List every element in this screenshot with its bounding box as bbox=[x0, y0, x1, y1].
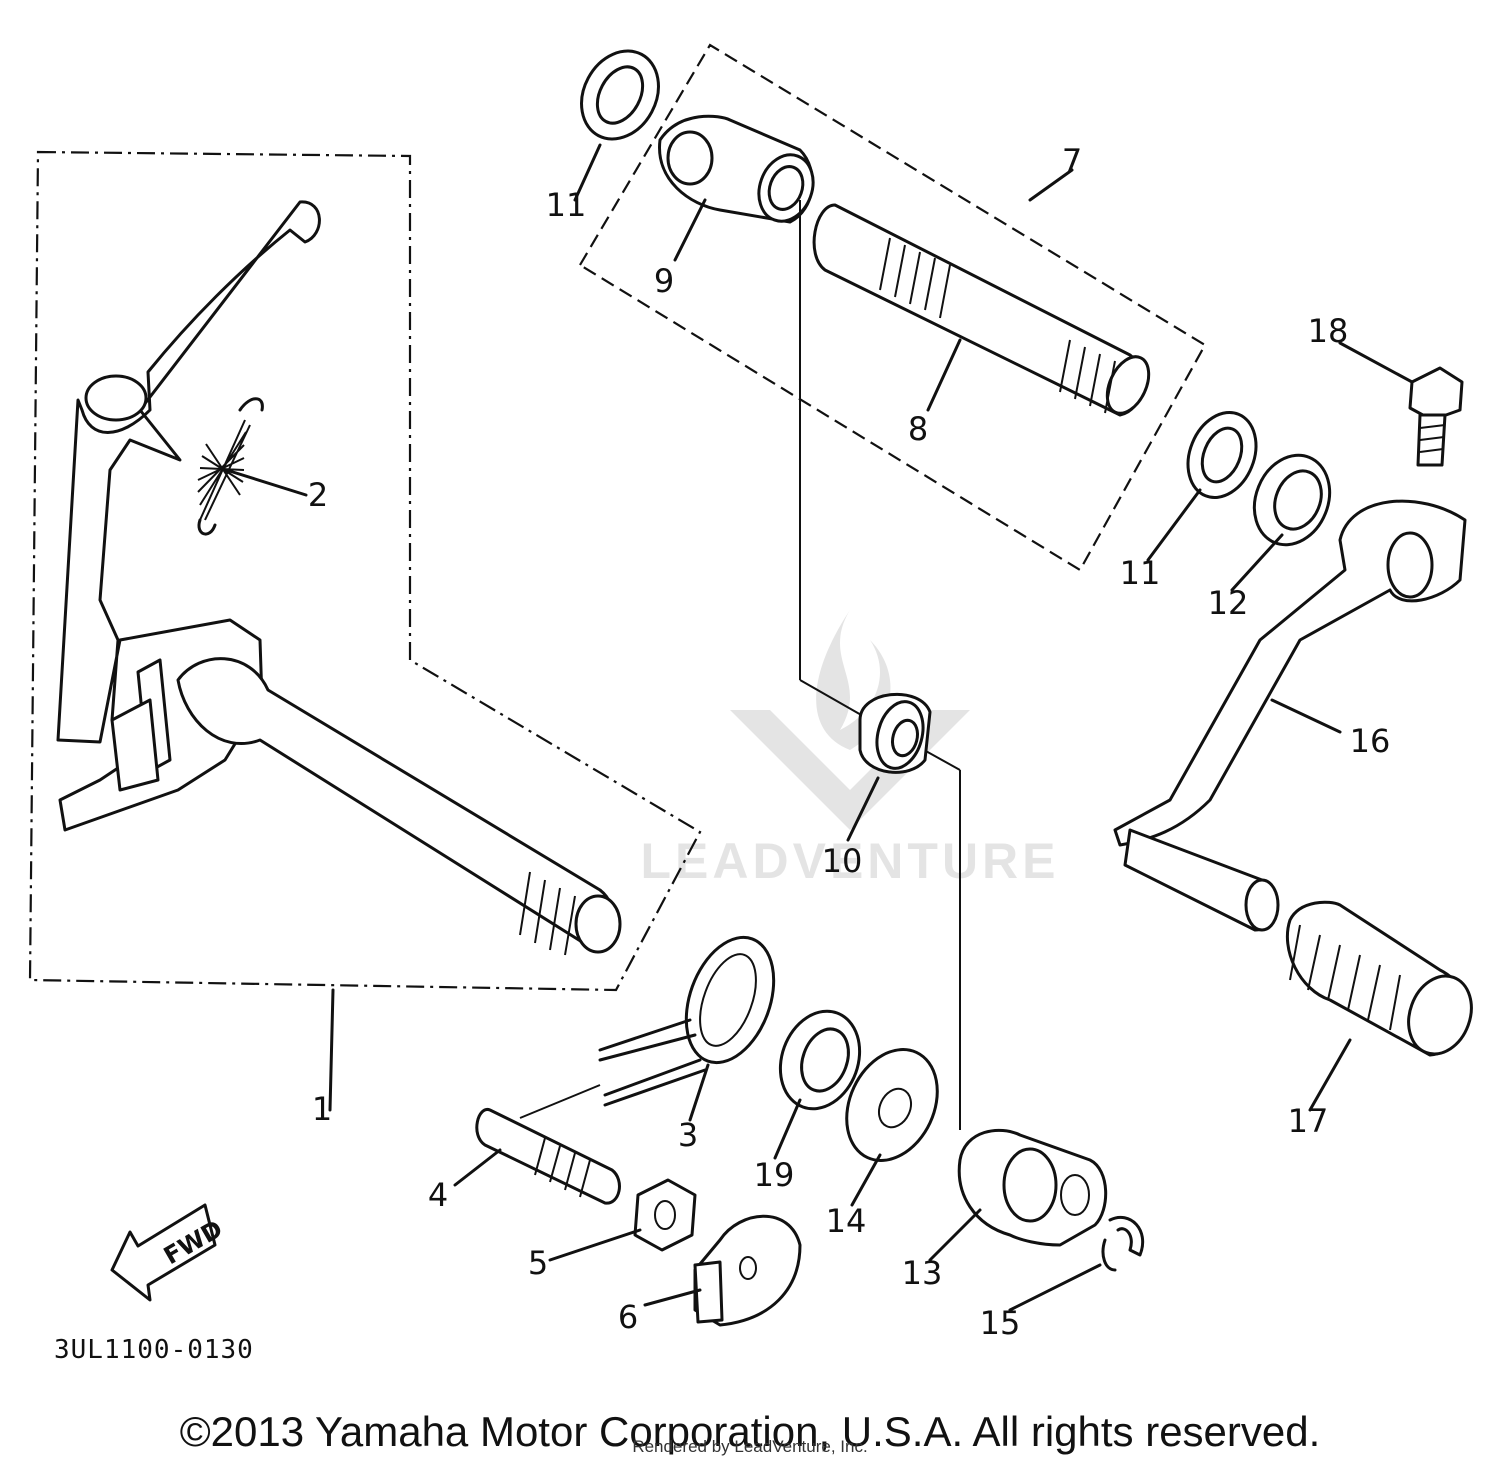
callout-1: 1 bbox=[312, 1090, 332, 1128]
washer-11-right-drawing bbox=[1186, 410, 1258, 500]
exploded-view-drawing: FWD 1 2 3 4 5 6 7 8 9 10 11 11 12 13 14 … bbox=[28, 43, 1473, 1342]
callout-3: 3 bbox=[678, 1116, 698, 1154]
shift-shaft-assembly-drawing bbox=[56, 200, 622, 956]
spring-2-drawing bbox=[197, 397, 264, 536]
callout-11-top: 11 bbox=[546, 186, 587, 224]
callout-19: 19 bbox=[754, 1156, 795, 1194]
nut-5-drawing bbox=[633, 1178, 697, 1252]
watermark-text: LEADVENTURE bbox=[640, 833, 1060, 889]
callout-16: 16 bbox=[1350, 722, 1391, 760]
callout-17: 17 bbox=[1288, 1102, 1329, 1140]
callout-4: 4 bbox=[428, 1176, 448, 1214]
callout-12: 12 bbox=[1208, 584, 1249, 622]
shaft-8-drawing bbox=[812, 203, 1151, 417]
callout-labels: 1 2 3 4 5 6 7 8 9 10 11 11 12 13 14 15 1… bbox=[308, 142, 1391, 1342]
callout-5: 5 bbox=[528, 1244, 548, 1282]
callout-14: 14 bbox=[826, 1202, 867, 1240]
fwd-arrow-icon: FWD bbox=[110, 1203, 227, 1302]
torsion-spring-3-drawing bbox=[598, 935, 776, 1107]
callout-6: 6 bbox=[618, 1298, 638, 1336]
diagram-code: 3UL1100-0130 bbox=[54, 1335, 254, 1365]
callout-10: 10 bbox=[822, 842, 863, 880]
shift-pedal-16-drawing bbox=[1113, 499, 1467, 932]
callout-7: 7 bbox=[1062, 142, 1082, 180]
leader-lines bbox=[218, 143, 1414, 1312]
callout-11-right: 11 bbox=[1120, 554, 1161, 592]
pedal-rubber-17-drawing bbox=[1285, 900, 1473, 1057]
shift-arm-9-drawing bbox=[658, 114, 815, 224]
callout-2: 2 bbox=[308, 476, 328, 514]
washer-14-drawing bbox=[845, 1048, 939, 1162]
rendered-by-text: Rendered by LeadVenture, Inc. bbox=[632, 1437, 868, 1456]
copyright-footer: ©2013 Yamaha Motor Corporation, U.S.A. A… bbox=[179, 1408, 1321, 1455]
assembly-7-outline bbox=[578, 43, 1207, 572]
washer-11-top-drawing bbox=[580, 49, 660, 141]
collar-13-drawing bbox=[957, 1128, 1108, 1247]
collar-10-drawing bbox=[858, 692, 932, 774]
plate-6-drawing bbox=[693, 1214, 802, 1327]
callout-8: 8 bbox=[908, 410, 928, 448]
callout-18: 18 bbox=[1308, 312, 1349, 350]
assembly-1-outline bbox=[28, 150, 702, 992]
callout-9: 9 bbox=[654, 262, 674, 300]
stud-4-drawing bbox=[475, 1108, 621, 1205]
seal-19-drawing bbox=[778, 1009, 862, 1111]
callout-13: 13 bbox=[902, 1254, 943, 1292]
e-clip-15-drawing bbox=[1101, 1216, 1145, 1272]
callout-15: 15 bbox=[980, 1304, 1021, 1342]
bolt-18-drawing bbox=[1408, 366, 1464, 467]
seal-12-drawing bbox=[1252, 453, 1332, 547]
